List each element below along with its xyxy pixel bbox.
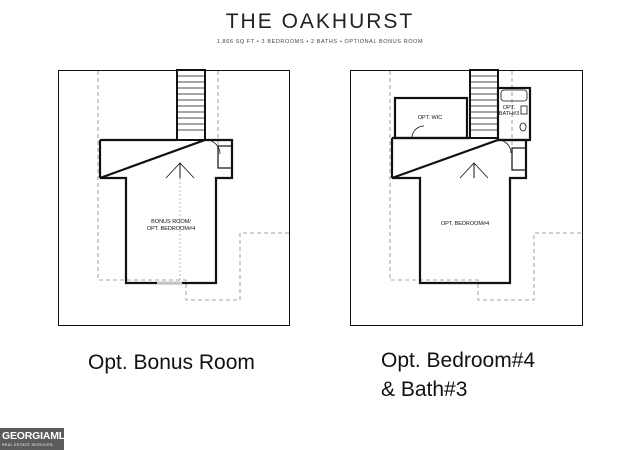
bedroom-4-label: OPT. BEDROOM#4 [441, 221, 489, 227]
floor-plan-bonus-room: BONUS ROOM/ OPT. BEDROOM#4 [58, 68, 290, 326]
caption-bonus-room: Opt. Bonus Room [88, 351, 255, 374]
bonus-room-label-2: OPT. BEDROOM#4 [147, 226, 195, 232]
door-swing [165, 162, 195, 179]
plan-subtitle: 1,866 SQ FT • 3 BEDROOMS • 2 BATHS • OPT… [216, 39, 424, 45]
bathtub [500, 89, 528, 102]
caption-line-2: & Bath#3 [381, 378, 468, 401]
logo-tagline: REAL ESTATE SERVICES [2, 443, 53, 447]
caption-bedroom-bath: Opt. Bedroom#4 & Bath#3 [381, 346, 535, 404]
bath-label-1: OPT. [503, 105, 516, 111]
wic-label: OPT. WIC [418, 115, 442, 121]
stairs [176, 69, 206, 141]
bonus-room-walls [99, 138, 234, 285]
bonus-room-label-1: BONUS ROOM/ [151, 219, 191, 225]
floor-plan-bedroom-bath-drawing: OPT. WIC OPT. BATH#3 OPT. BEDROOM#4 [350, 69, 583, 326]
door-swing-closet [205, 139, 221, 155]
stairs [469, 69, 499, 139]
lower-level-outline [389, 71, 583, 301]
closet [217, 145, 233, 169]
lower-level-outline [97, 71, 290, 301]
bath-label-2: BATH#3 [499, 111, 519, 117]
georgia-mls-logo: GEORGIAMLS REAL ESTATE SERVICES [0, 428, 64, 450]
floor-plan-bonus-room-drawing: BONUS ROOM/ OPT. BEDROOM#4 [58, 69, 290, 326]
floor-plan-bedroom-bath: OPT. WIC OPT. BATH#3 OPT. BEDROOM#4 [350, 68, 583, 326]
closet [511, 147, 527, 171]
bedroom-4-walls [391, 136, 528, 285]
toilet [519, 122, 527, 132]
lot-outline [58, 70, 290, 326]
lot-outline [350, 70, 583, 326]
vanity [520, 105, 528, 115]
plan-title: THE OAKHURST [225, 10, 415, 33]
caption-line-1: Opt. Bedroom#4 [381, 349, 536, 372]
logo-name: GEORGIAMLS [2, 430, 64, 442]
